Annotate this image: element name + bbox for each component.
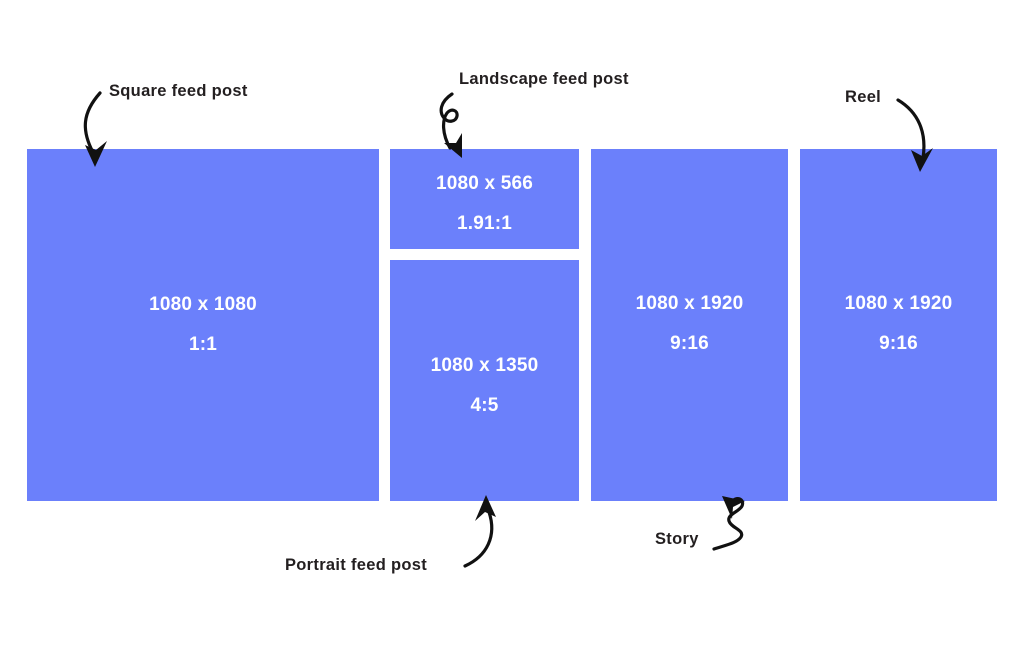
arrow-story: [712, 497, 745, 551]
panel-square-dimensions: 1080 x 1080: [149, 294, 257, 315]
panel-reel: 1080 x 1920 9:16: [800, 149, 997, 501]
panel-story-dimensions: 1080 x 1920: [635, 293, 744, 314]
label-square-feed-post: Square feed post: [109, 82, 248, 100]
label-reel: Reel: [845, 88, 882, 106]
arrow-square-feed-post: [83, 91, 102, 158]
panel-square-feed-post: 1080 x 1080 1:1: [27, 149, 379, 501]
panel-reel-ratio: 9:16: [879, 333, 918, 354]
panel-portrait-dimensions: 1080 x 1350: [430, 355, 539, 376]
panel-square-ratio: 1:1: [188, 334, 218, 355]
label-story: Story: [655, 530, 699, 548]
panel-reel-dimensions: 1080 x 1920: [844, 293, 953, 314]
arrow-portrait-feed-post: [463, 510, 494, 568]
panel-portrait-feed-post: 1080 x 1350 4:5: [390, 260, 579, 501]
panel-story-ratio: 9:16: [670, 333, 709, 354]
arrow-landscape-feed-post: [439, 92, 459, 150]
label-landscape-feed-post: Landscape feed post: [459, 70, 629, 88]
panel-landscape-ratio: 1.91:1: [456, 213, 513, 234]
label-portrait-feed-post: Portrait feed post: [285, 556, 428, 574]
panel-story: 1080 x 1920 9:16: [591, 149, 788, 501]
panel-portrait-ratio: 4:5: [470, 395, 499, 416]
panel-landscape-dimensions: 1080 x 566: [435, 173, 534, 194]
panel-landscape-feed-post: 1080 x 566 1.91:1: [390, 149, 579, 249]
